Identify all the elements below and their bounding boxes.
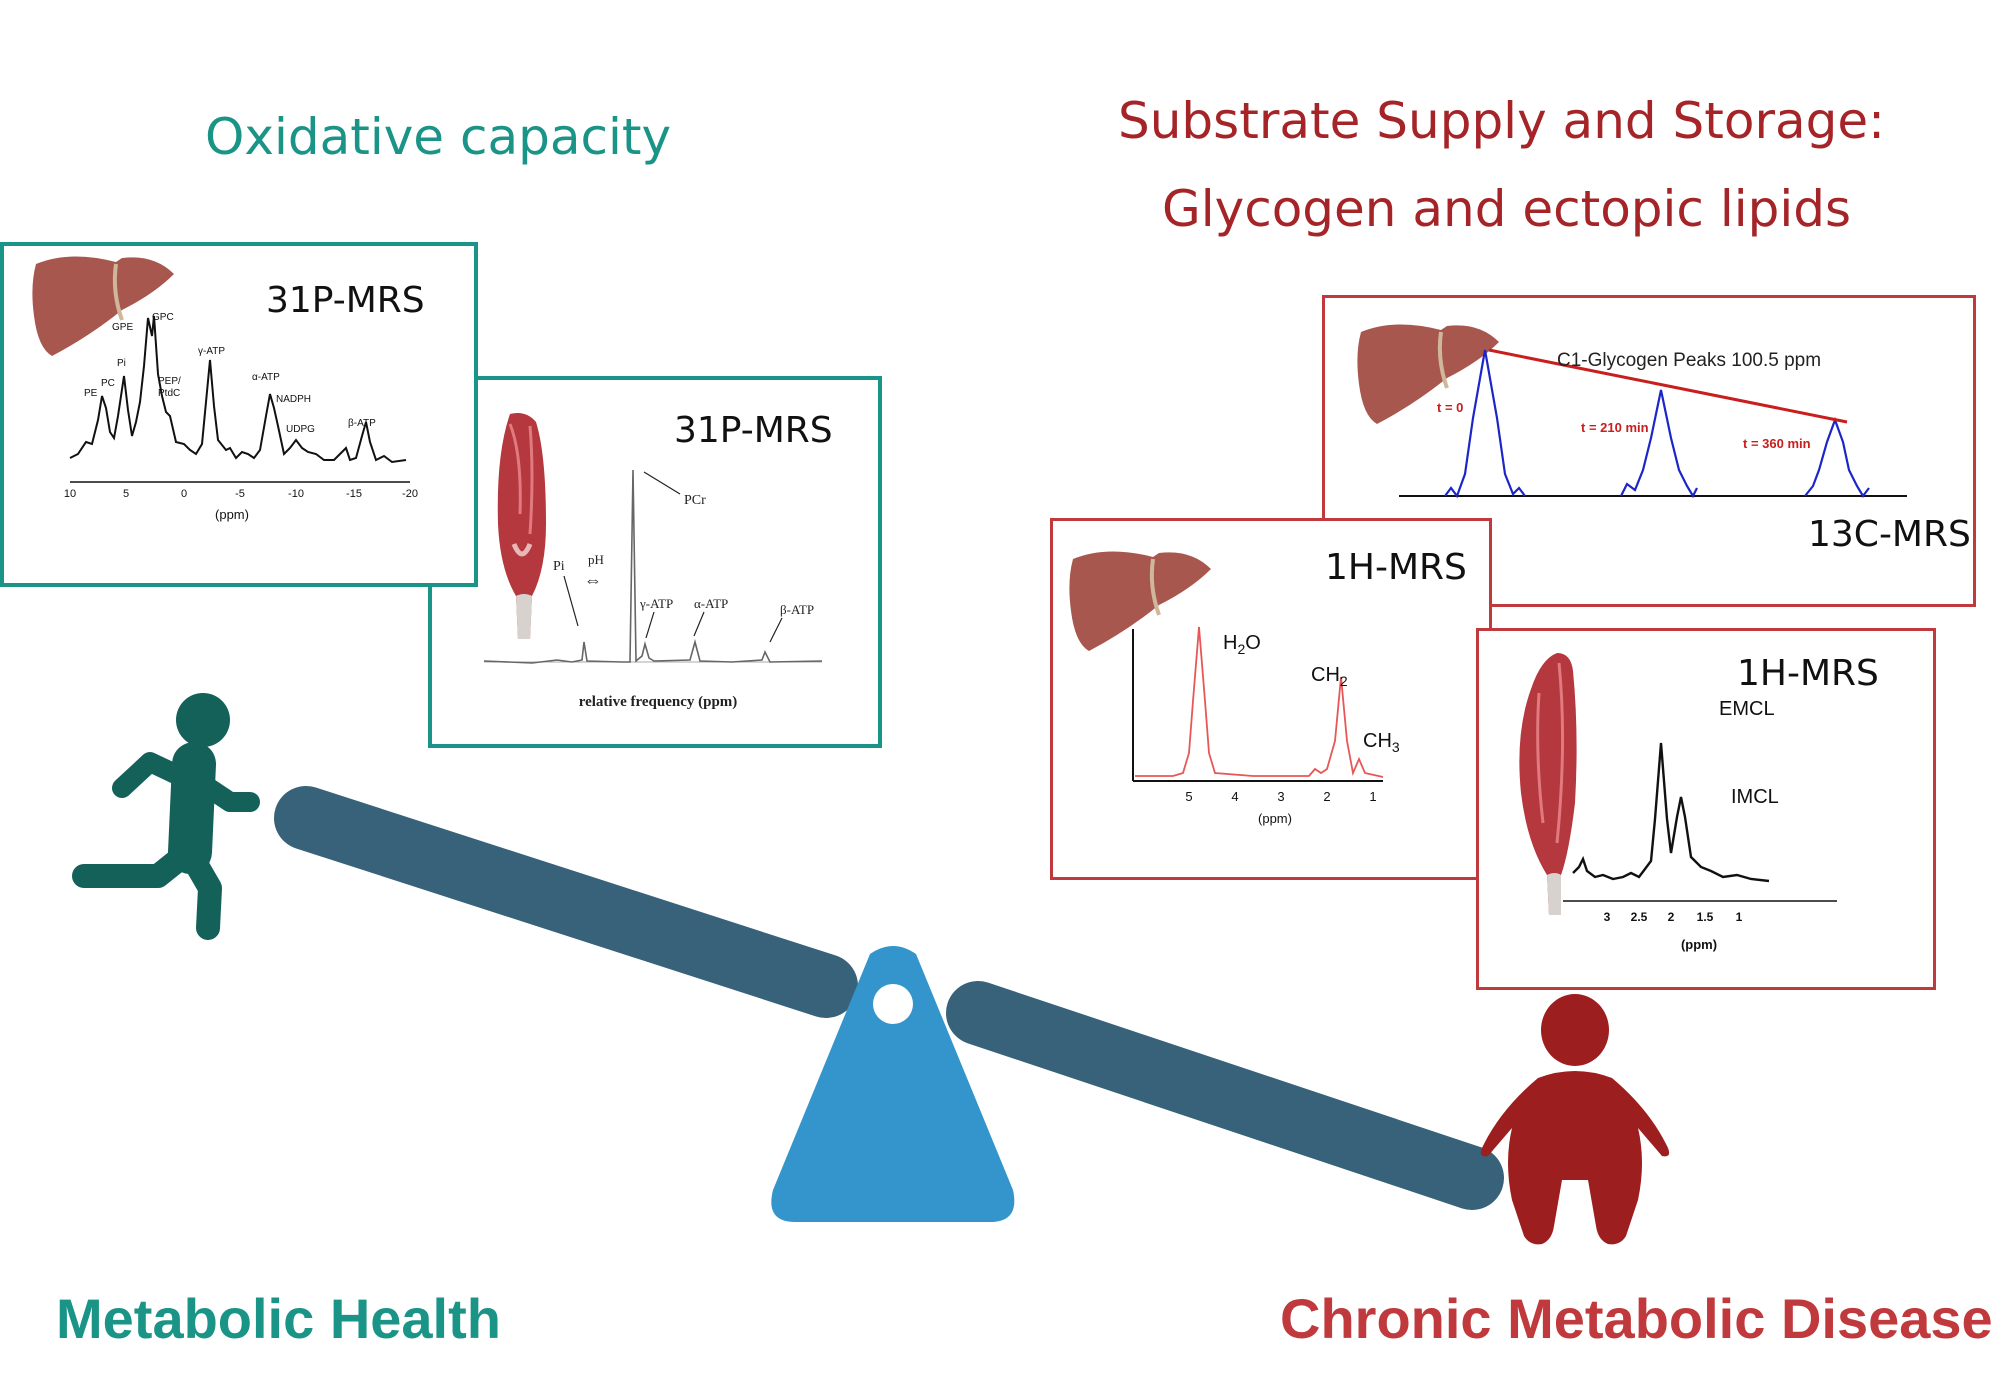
peak-label-pi-liver: Pi <box>117 358 126 369</box>
liver-1h-panel: H2O CH2 CH3 5 4 3 2 1 (ppm) 1H-MRS <box>1050 518 1492 880</box>
peak-label-pcr: PCr <box>684 493 706 508</box>
peak-label-pc: PC <box>101 378 115 389</box>
svg-text:⇔: ⇔ <box>584 570 602 590</box>
peak-label-pe: PE <box>84 388 98 399</box>
time-label-t360: t = 360 min <box>1743 436 1811 451</box>
liver-1h-label: 1H-MRS <box>1325 547 1467 588</box>
svg-text:1: 1 <box>1736 910 1743 924</box>
muscle-icon <box>497 413 546 639</box>
liver-icon <box>1069 551 1211 651</box>
liver-13c-label: 13C-MRS <box>1808 514 1971 555</box>
liver-31p-axis-label: (ppm) <box>215 507 249 522</box>
fulcrum-hole <box>873 984 913 1024</box>
peak-label-emcl: EMCL <box>1719 698 1775 720</box>
glycogen-peak-t360 <box>1804 416 1870 498</box>
svg-text:5: 5 <box>1185 789 1192 804</box>
time-label-t210: t = 210 min <box>1581 420 1649 435</box>
muscle-31p-panel: PCr Pi pH ⇔ γ-ATP α-ATP β-ATP relative f… <box>428 376 882 748</box>
runner-icon <box>72 693 260 940</box>
liver-31p-trace <box>69 315 407 464</box>
liver-1h-ticks: 5 4 3 2 1 <box>1185 789 1376 804</box>
peak-label-nadph: NADPH <box>276 394 311 405</box>
liver-1h-axis-label: (ppm) <box>1258 811 1292 826</box>
peak-label-alpha-atp-liver: α-ATP <box>252 372 280 383</box>
peak-label-beta-atp-liver: β-ATP <box>348 418 376 429</box>
peak-label-ptdc: PtdC <box>158 388 180 399</box>
svg-text:2.5: 2.5 <box>1631 910 1648 924</box>
muscle-1h-trace <box>1572 742 1770 883</box>
liver-1h-trace <box>1135 626 1384 778</box>
svg-text:10: 10 <box>64 488 76 500</box>
glycogen-decay-line <box>1488 348 1848 424</box>
substrate-heading-line2: Glycogen and ectopic lipids <box>1162 180 1852 238</box>
time-label-t0: t = 0 <box>1437 400 1463 415</box>
muscle-1h-ticks: 3 2.5 2 1.5 1 <box>1604 910 1743 924</box>
muscle-icon <box>1519 653 1577 915</box>
svg-text:2: 2 <box>1323 789 1330 804</box>
peak-label-pi: Pi <box>553 559 565 574</box>
peak-label-ch3: CH3 <box>1363 730 1400 755</box>
metabolic-health-label: Metabolic Health <box>56 1287 501 1350</box>
peak-label-pep: PEP/ <box>158 376 181 387</box>
glycogen-title: C1-Glycogen Peaks 100.5 ppm <box>1557 350 1821 371</box>
svg-text:3: 3 <box>1277 789 1284 804</box>
liver-31p-ticks: 10 5 0 -5 -10 -15 -20 <box>64 488 418 500</box>
peak-label-ph: pH <box>588 552 604 567</box>
svg-text:4: 4 <box>1231 789 1238 804</box>
peak-label-imcl: IMCL <box>1731 786 1779 808</box>
peak-label-gamma-atp-liver: γ-ATP <box>198 346 225 357</box>
chronic-disease-label: Chronic Metabolic Disease <box>1280 1287 1993 1350</box>
svg-text:1.5: 1.5 <box>1697 910 1714 924</box>
oxidative-capacity-heading: Oxidative capacity <box>205 108 672 166</box>
seesaw-fulcrum <box>771 946 1015 1222</box>
substrate-heading-line1: Substrate Supply and Storage: <box>1118 92 1885 150</box>
muscle-1h-axis-label: (ppm) <box>1681 937 1717 952</box>
peak-label-ch2: CH2 <box>1311 664 1348 689</box>
svg-text:2: 2 <box>1668 910 1675 924</box>
muscle-31p-label: 31P-MRS <box>674 410 833 451</box>
muscle-31p-trace <box>483 469 823 664</box>
peak-label-beta-atp: β-ATP <box>780 602 814 617</box>
svg-text:5: 5 <box>123 488 129 500</box>
glycogen-peak-t0 <box>1444 349 1526 499</box>
seesaw-beam-right <box>946 981 1504 1210</box>
glycogen-peak-t210 <box>1620 389 1698 499</box>
liver-31p-label: 31P-MRS <box>266 280 425 321</box>
peak-label-alpha-atp: α-ATP <box>694 596 728 611</box>
svg-text:-20: -20 <box>402 488 418 500</box>
svg-text:3: 3 <box>1604 910 1611 924</box>
liver-31p-panel: 10 5 0 -5 -10 -15 -20 (ppm) PE PC Pi GPE… <box>0 242 478 587</box>
liver-icon <box>32 256 175 356</box>
peak-label-udpg: UDPG <box>286 424 315 435</box>
person-icon <box>1480 994 1670 1245</box>
peak-label-gamma-atp: γ-ATP <box>639 596 673 611</box>
peak-label-gpe: GPE <box>112 322 133 333</box>
peak-label-h2o: H2O <box>1223 632 1261 657</box>
svg-text:1: 1 <box>1369 789 1376 804</box>
muscle-31p-axis-label: relative frequency (ppm) <box>579 694 738 710</box>
peak-label-gpc: GPC <box>152 312 174 323</box>
svg-text:0: 0 <box>181 488 187 500</box>
svg-text:-15: -15 <box>346 488 362 500</box>
muscle-1h-panel: EMCL IMCL 3 2.5 2 1.5 1 (ppm) 1H-MRS <box>1476 628 1936 990</box>
svg-text:-10: -10 <box>288 488 304 500</box>
seesaw-beam-left <box>274 786 858 1018</box>
muscle-1h-label: 1H-MRS <box>1737 653 1879 694</box>
svg-text:-5: -5 <box>235 488 245 500</box>
liver-icon <box>1357 324 1499 424</box>
